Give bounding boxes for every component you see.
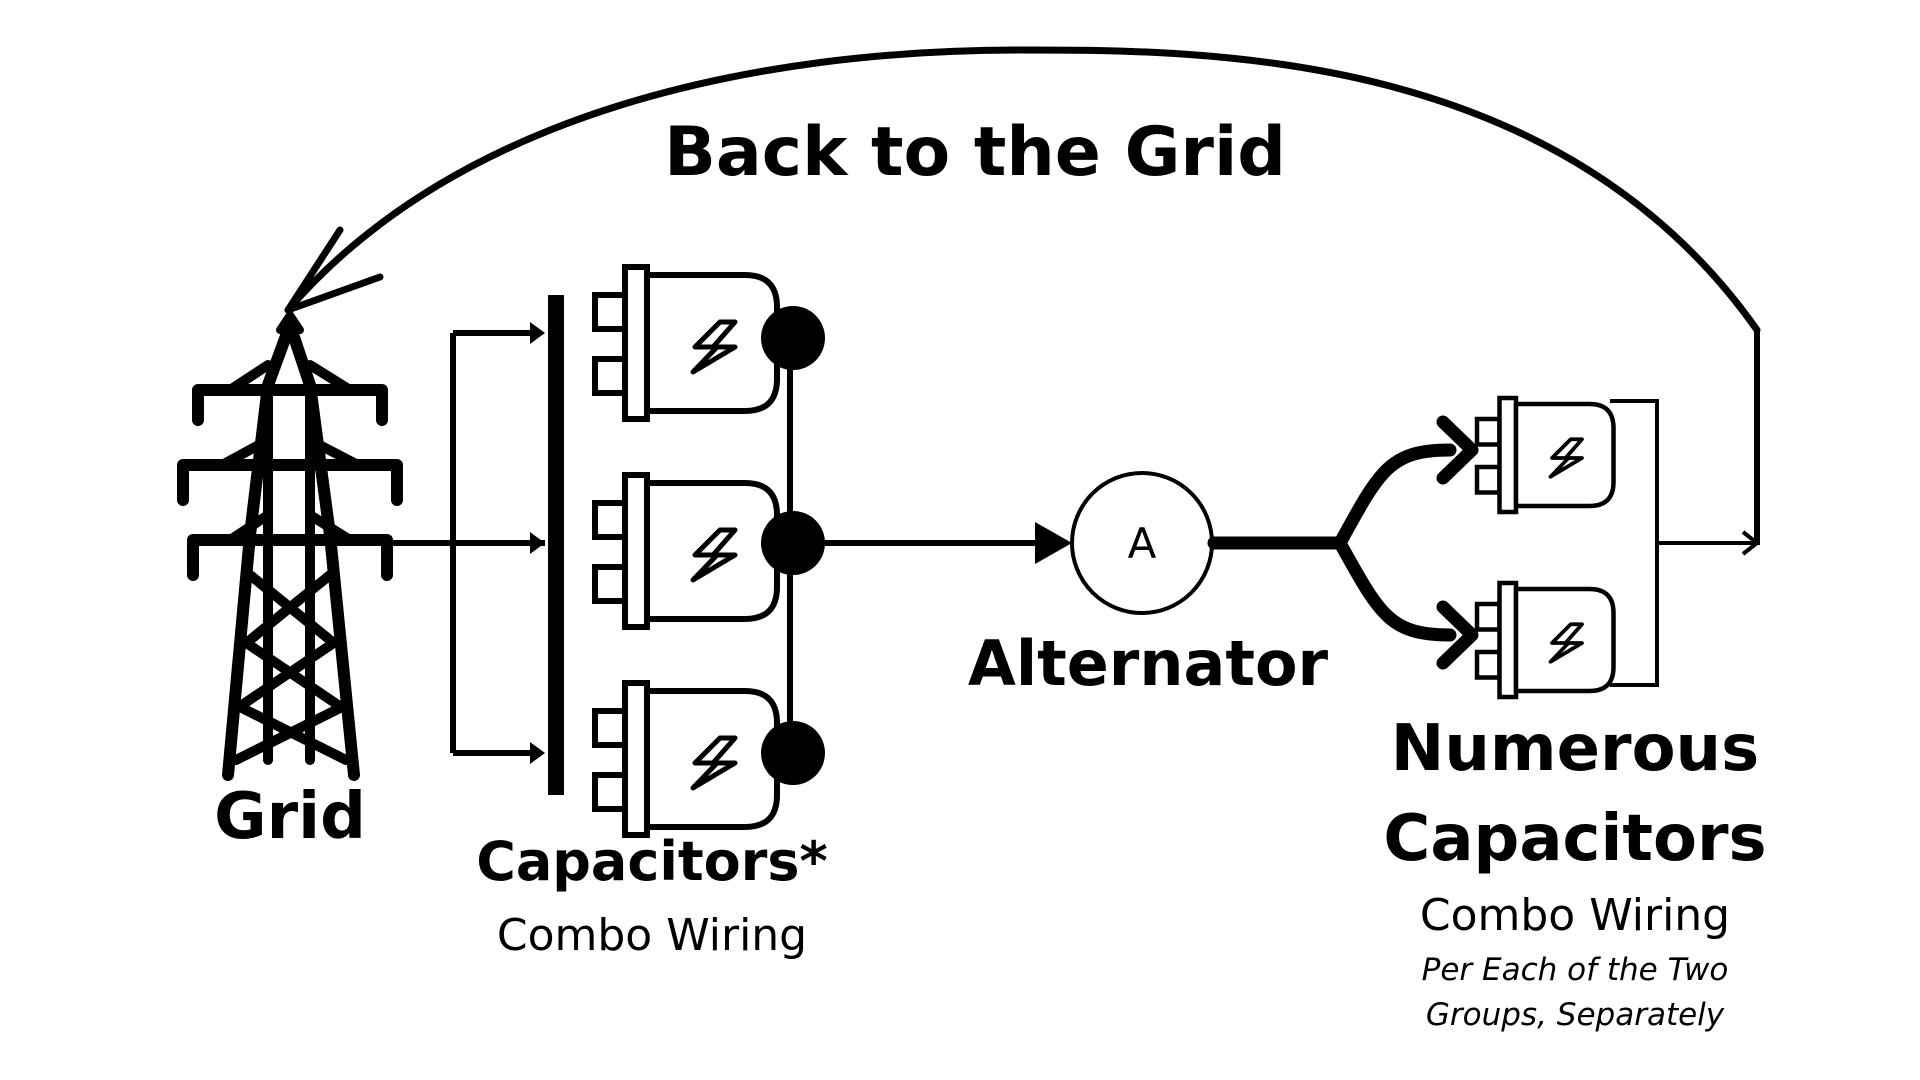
- alternator-symbol: A: [1070, 471, 1214, 615]
- capacitor-icon: [1477, 583, 1614, 697]
- left-bus-bar: [548, 295, 564, 795]
- numerous-label: Numerous: [1391, 712, 1759, 786]
- back-to-grid-label: Back to the Grid: [664, 113, 1286, 192]
- combo-wiring-left-label: Combo Wiring: [497, 910, 807, 961]
- capacitors-label: Capacitors: [1383, 802, 1766, 876]
- right-output-wiring: [1610, 399, 1761, 687]
- capacitor-icon: [595, 267, 777, 419]
- capacitor-icon: [595, 683, 777, 835]
- note-line-1: Per Each of the Two: [1422, 952, 1729, 988]
- alternator-feed-arrowhead: [1035, 522, 1072, 564]
- return-arrowhead: [284, 226, 384, 314]
- alternator-label: Alternator: [968, 627, 1329, 700]
- grid-label: Grid: [214, 780, 366, 854]
- alternator-letter: A: [1128, 519, 1157, 568]
- splitter-arrowheads: [1436, 415, 1479, 670]
- transmission-tower-icon: [177, 311, 403, 781]
- capacitor-icon: [1477, 398, 1614, 512]
- capacitors-star-label: Capacitors*: [476, 830, 828, 893]
- splitter-wiring: [1207, 443, 1457, 642]
- note-line-2: Groups, Separately: [1426, 997, 1725, 1033]
- capacitor-icon: [595, 475, 777, 627]
- feed-arrowheads: [530, 322, 545, 764]
- feed-wiring: [390, 330, 545, 756]
- combo-wiring-right-label: Combo Wiring: [1420, 890, 1730, 941]
- return-arc: [284, 46, 1761, 334]
- terminal-nodes: [761, 306, 825, 785]
- return-path: [284, 46, 1761, 545]
